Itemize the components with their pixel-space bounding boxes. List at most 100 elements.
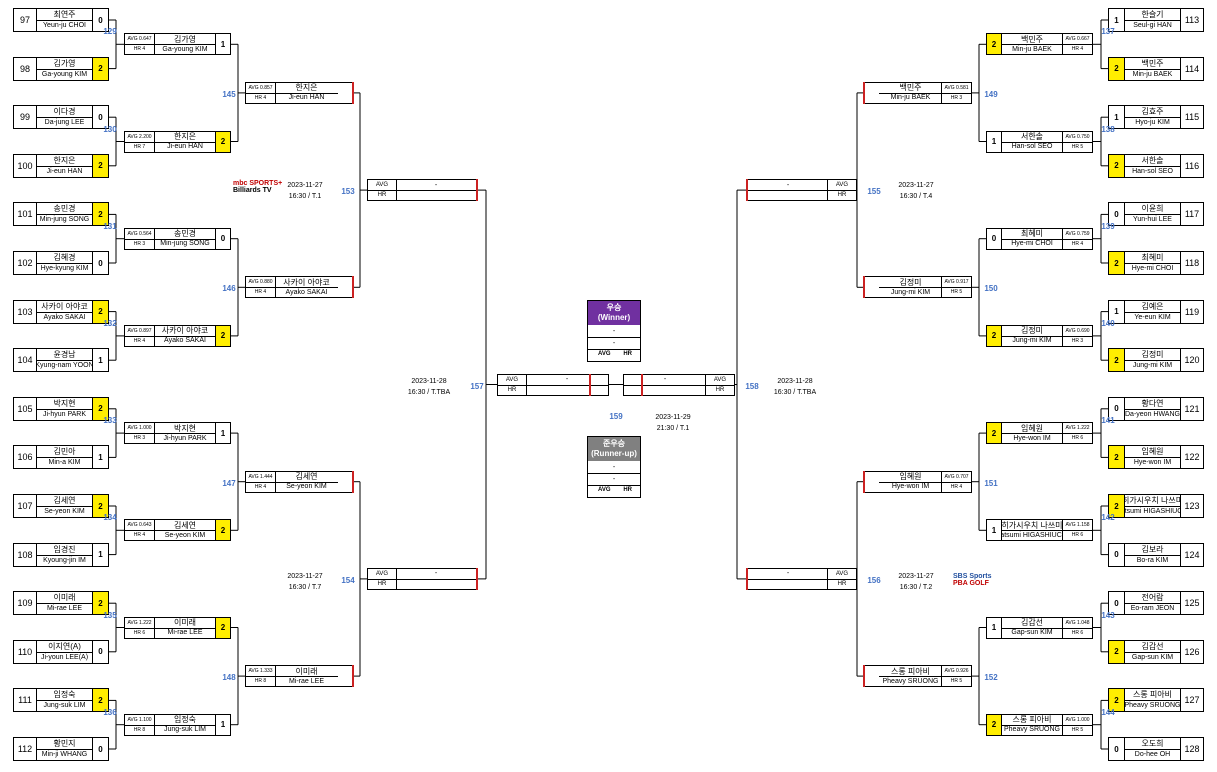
seed-number: 128 <box>1180 738 1203 760</box>
hr-stat: HR 4 <box>125 44 155 55</box>
set-score: 1 <box>215 34 230 55</box>
match-number: 140 <box>1101 318 1115 328</box>
seed-number: 116 <box>1180 154 1203 177</box>
set-score: 0 <box>1109 543 1125 566</box>
schedule-time: 16:30 / T.1 <box>288 193 322 200</box>
player-name-kor: 서한솔 <box>1001 132 1063 143</box>
match-number: 133 <box>103 416 117 426</box>
player-name-eng: Min-ju BAEK <box>890 94 931 102</box>
hr-stat: HR 4 <box>246 481 276 492</box>
match-number: 134 <box>103 513 117 523</box>
player-name-eng: Hyo-ju KIM <box>1135 119 1170 127</box>
player-name-kor: 백민주 <box>1124 58 1181 70</box>
set-score: 0 <box>92 738 108 760</box>
set-score: 2 <box>1109 495 1125 517</box>
pending-value: - <box>748 569 828 580</box>
player-name-eng: Ji-hyun PARK <box>163 434 207 442</box>
player-name-kor: 백민주 <box>1001 34 1063 46</box>
avg-stat: AVG 0.880 <box>246 277 276 289</box>
schedule-date: 2023-11-27 <box>898 573 934 580</box>
pending-value <box>396 190 476 200</box>
seed-number: 126 <box>1180 640 1203 663</box>
set-score: 1 <box>92 349 108 372</box>
seed-number: 119 <box>1180 300 1203 323</box>
player-name-eng: Da-yeon HWANG <box>1125 410 1180 418</box>
set-score: 2 <box>1109 252 1125 274</box>
avg-stat: AVG <box>827 180 856 192</box>
final-header: 준우승(Runner-up) <box>588 437 640 461</box>
set-score: 2 <box>1109 640 1125 663</box>
player-name-eng: Ga-young KIM <box>162 45 208 53</box>
seed-number: 123 <box>1180 495 1203 517</box>
player-name-eng: Se-yeon KIM <box>286 483 327 491</box>
match-number: 146 <box>222 284 236 294</box>
player-name-eng: Natsumi HIGASHIUCHI <box>1001 531 1063 539</box>
match-number: 151 <box>984 478 998 488</box>
player-name-kor: 김갑선 <box>1124 641 1181 653</box>
